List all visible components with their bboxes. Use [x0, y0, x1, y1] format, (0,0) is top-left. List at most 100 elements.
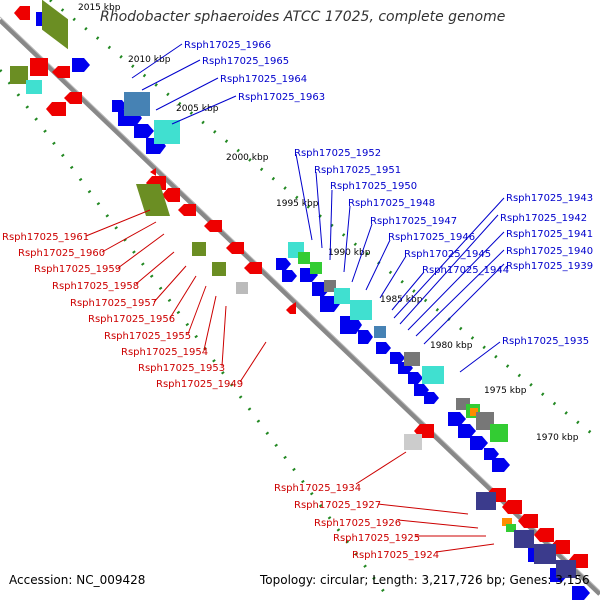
gene-label: Rsph17025_1944 [422, 265, 509, 276]
gene-arrow [46, 102, 66, 116]
feature-block [30, 58, 48, 76]
gene-arrow [204, 220, 222, 232]
gene-arrow [492, 458, 510, 472]
gene-label: Rsph17025_1959 [34, 264, 121, 275]
feature-block [324, 280, 336, 292]
gene-label: Rsph17025_1954 [121, 347, 208, 358]
tick-label: 1970 kbp [536, 433, 579, 443]
gene-label: Rsph17025_1946 [388, 232, 475, 243]
feature-block [42, 0, 68, 50]
feature-block [534, 544, 556, 564]
feature-block [310, 262, 322, 274]
feature-block [10, 66, 28, 84]
gene-label: Rsph17025_1955 [104, 331, 191, 342]
gene-label: Rsph17025_1939 [506, 261, 593, 272]
gene-arrow [390, 352, 405, 364]
tick-label: 1975 kbp [484, 386, 527, 396]
leader-line [295, 153, 313, 241]
feature-block [404, 434, 422, 450]
gene-arrow [518, 514, 538, 528]
gene-arrow [150, 168, 156, 176]
leader-line [315, 171, 323, 249]
gene-arrow [424, 392, 439, 404]
ticks: 2015 kbp 2010 kbp 2005 kbp 2000 kbp 1995… [78, 3, 579, 443]
feature-block [422, 366, 444, 384]
gene-label: Rsph17025_1927 [294, 500, 381, 511]
feature-block [350, 300, 372, 320]
leader-line [221, 305, 227, 367]
leader-line [365, 239, 391, 291]
leader-line [343, 205, 351, 273]
gene-arrow [502, 500, 522, 514]
tick-label: 2015 kbp [78, 3, 121, 13]
gene-arrow [484, 448, 499, 460]
forward-genes [36, 12, 590, 600]
gene-label: Rsph17025_1966 [184, 40, 271, 51]
gene-arrow [358, 330, 373, 344]
gene-label: Rsph17025_1945 [404, 249, 491, 260]
gene-arrow [408, 372, 423, 384]
forward-gene-labels: Rsph17025_1966 Rsph17025_1965 Rsph17025_… [131, 40, 593, 373]
gene-label: Rsph17025_1935 [502, 336, 589, 347]
reverse-gene-labels: Rsph17025_1961 Rsph17025_1960 Rsph17025_… [2, 209, 495, 561]
feature-block [506, 524, 516, 532]
gene-label: Rsph17025_1925 [333, 533, 420, 544]
feature-block [502, 518, 512, 526]
gene-label: Rsph17025_1963 [238, 92, 325, 103]
feature-block [192, 242, 206, 256]
leader-line [85, 209, 151, 237]
leader-line [141, 59, 201, 91]
leader-line [399, 214, 499, 325]
gene-arrow [64, 92, 82, 104]
gene-arrow [162, 188, 180, 202]
gene-arrow [340, 316, 362, 334]
gene-arrow [448, 412, 466, 426]
gene-label: Rsph17025_1950 [330, 181, 417, 192]
gene-arrow [112, 100, 127, 112]
feature-block [404, 352, 420, 366]
leader-line [355, 451, 407, 485]
leader-line [459, 341, 501, 373]
gene-label: Rsph17025_1943 [506, 193, 593, 204]
feature-block [476, 412, 494, 430]
tick-label: 1995 kbp [276, 199, 319, 209]
gene-arrow [226, 242, 244, 254]
gene-arrow [244, 262, 262, 274]
feature-block [334, 288, 350, 304]
tick-label: 1985 kbp [380, 295, 423, 305]
feature-block [236, 282, 248, 294]
accession-label: Accession: NC_009428 [9, 573, 146, 587]
gene-arrow [470, 436, 488, 450]
gene-label: Rsph17025_1951 [314, 165, 401, 176]
leader-line [393, 197, 505, 319]
gene-label: Rsph17025_1926 [314, 518, 401, 529]
tick-label: 2000 kbp [226, 153, 269, 163]
leader-line [407, 231, 505, 331]
gene-label: Rsph17025_1960 [18, 248, 105, 259]
feature-block [374, 326, 386, 338]
feature-block [136, 184, 170, 216]
leader-line [435, 543, 495, 553]
leader-line [397, 519, 479, 529]
tick-label: 1980 kbp [430, 341, 473, 351]
feature-block [212, 262, 226, 276]
tick-label: 2005 kbp [176, 104, 219, 114]
feature-block [124, 92, 150, 116]
gene-label: Rsph17025_1958 [52, 281, 139, 292]
leader-line [379, 255, 407, 299]
gene-arrow [458, 424, 476, 438]
leader-line [155, 77, 219, 111]
gene-label: Rsph17025_1953 [138, 363, 225, 374]
feature-block [476, 492, 496, 510]
gene-label: Rsph17025_1924 [352, 550, 439, 561]
tick-label: 2010 kbp [128, 55, 171, 65]
leader-line [131, 43, 183, 79]
gene-arrow [286, 302, 296, 314]
leader-line [377, 503, 469, 515]
gene-label: Rsph17025_1949 [156, 379, 243, 390]
gene-label: Rsph17025_1934 [274, 483, 361, 494]
leader-line [187, 285, 207, 335]
feature-block [556, 560, 576, 578]
gene-arrow [72, 58, 90, 72]
feature-block [154, 120, 180, 144]
